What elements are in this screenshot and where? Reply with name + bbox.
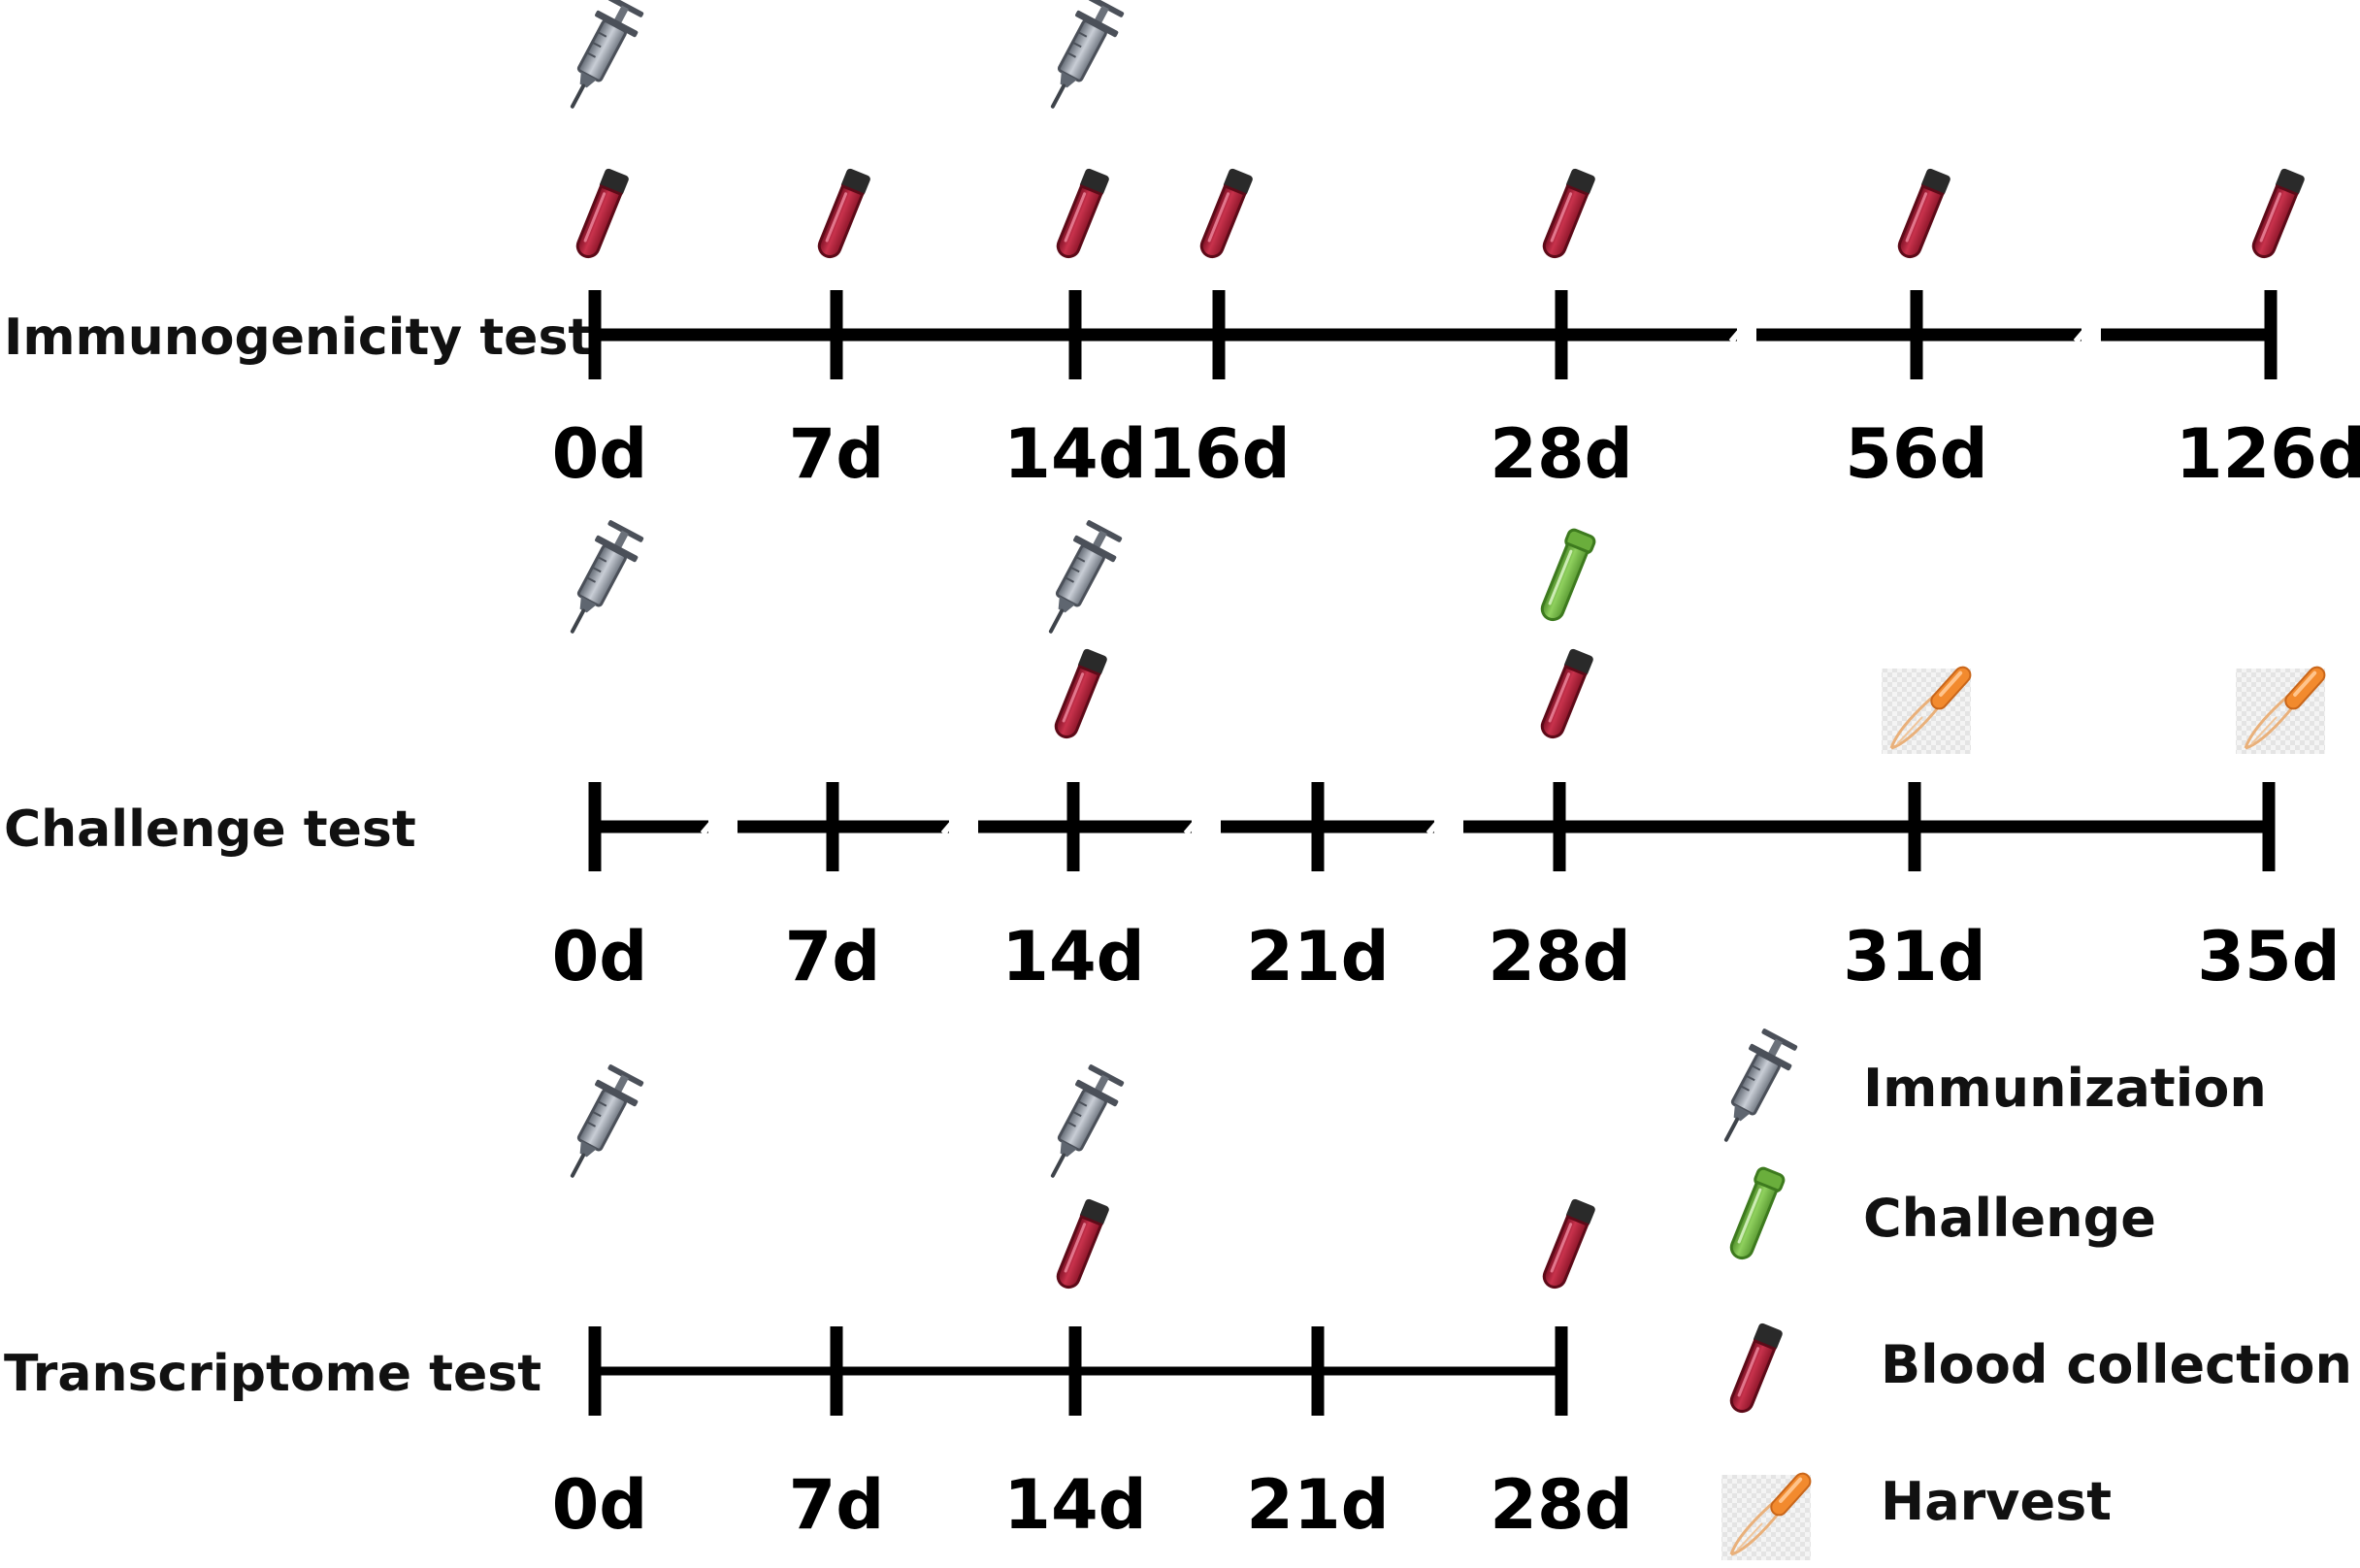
tick-label: 28d xyxy=(1490,1465,1633,1545)
tick-label: 16d xyxy=(1147,414,1291,494)
tick-label: 7d xyxy=(789,414,885,494)
tick-label: 14d xyxy=(1003,1465,1147,1545)
tick-label: 0d xyxy=(552,414,648,494)
blood-tube-icon xyxy=(1892,166,1953,263)
syringe-icon xyxy=(549,515,650,645)
blood-tube-icon xyxy=(1051,166,1112,263)
tick-label: 21d xyxy=(1246,1465,1390,1545)
harvest-pipette-icon xyxy=(1880,662,1976,756)
blood-tube-icon xyxy=(1049,646,1110,743)
blood-tube-icon xyxy=(1535,646,1596,743)
legend-label: Blood collection xyxy=(1881,1334,2352,1395)
syringe-icon xyxy=(1028,515,1129,645)
syringe-icon xyxy=(549,0,650,120)
timeline-title: Immunogenicity test xyxy=(4,309,592,367)
syringe-icon xyxy=(1703,1024,1804,1154)
tick-label: 28d xyxy=(1488,917,1631,996)
tick-label: 14d xyxy=(1001,917,1145,996)
blood-tube-icon xyxy=(2246,166,2308,263)
tick-label: 35d xyxy=(2197,917,2341,996)
blood-tube-icon xyxy=(1537,166,1598,263)
timeline-2: Transcriptome test 0d 7d 14d 21d 28d xyxy=(4,1060,1633,1545)
tick-label: 126d xyxy=(2176,414,2360,494)
tick-label: 28d xyxy=(1490,414,1633,494)
axis-break-mark xyxy=(1728,326,1746,343)
axis-break-mark xyxy=(700,818,717,835)
axis-break-mark xyxy=(2073,326,2090,343)
tick-label: 0d xyxy=(552,917,648,996)
tick-label: 56d xyxy=(1845,414,1988,494)
blood-tube-icon xyxy=(1051,1196,1112,1293)
legend-label: Harvest xyxy=(1881,1471,2112,1532)
timeline-1: Challenge test 0d 7d 14d 21d 28d 31d 35d xyxy=(4,515,2341,996)
tick-label: 7d xyxy=(785,917,881,996)
tick-label: 0d xyxy=(552,1465,648,1545)
axis-break-mark xyxy=(940,818,958,835)
legend-item-challenge: Challenge xyxy=(1723,1164,2156,1264)
syringe-icon xyxy=(549,1060,650,1190)
axis-break-mark xyxy=(1426,818,1443,835)
tick-label: 21d xyxy=(1246,917,1390,996)
legend-item-immunization: Immunization xyxy=(1703,1024,2267,1154)
syringe-icon xyxy=(1030,0,1131,120)
legend-label: Challenge xyxy=(1863,1188,2156,1249)
blood-tube-icon xyxy=(1195,166,1256,263)
syringe-icon xyxy=(1030,1060,1131,1190)
legend-item-harvest: Harvest xyxy=(1720,1468,2112,1562)
legend-label: Immunization xyxy=(1863,1058,2267,1119)
harvest-pipette-icon xyxy=(1720,1468,1816,1562)
harvest-pipette-icon xyxy=(2234,662,2330,756)
challenge-tube-icon xyxy=(1534,526,1598,626)
timeline-title: Challenge test xyxy=(4,800,416,859)
challenge-tube-icon xyxy=(1723,1164,1787,1264)
blood-tube-icon xyxy=(812,166,873,263)
axis-break-mark xyxy=(1183,818,1200,835)
tick-label: 7d xyxy=(789,1465,885,1545)
tick-label: 31d xyxy=(1843,917,1986,996)
timeline-title: Transcriptome test xyxy=(4,1345,541,1403)
tick-label: 14d xyxy=(1003,414,1147,494)
blood-tube-icon xyxy=(1537,1196,1598,1293)
blood-tube-icon xyxy=(1724,1321,1786,1418)
legend-item-blood: Blood collection xyxy=(1724,1321,2352,1418)
blood-tube-icon xyxy=(571,166,632,263)
